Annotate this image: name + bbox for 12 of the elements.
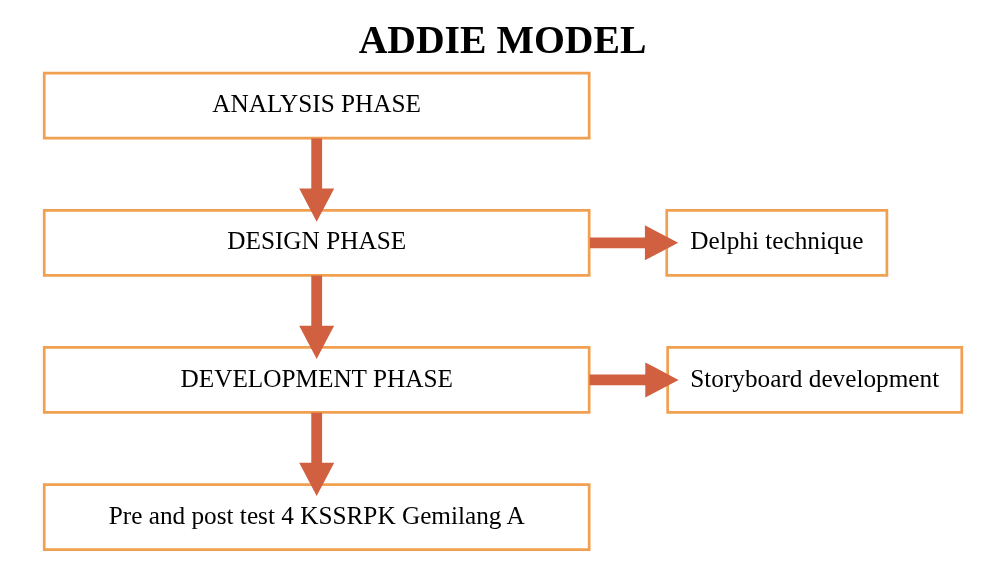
node-box: DESIGN PHASE — [42, 208, 591, 277]
arrow — [299, 138, 335, 222]
node-box: Storyboard development — [666, 346, 964, 414]
arrow — [589, 225, 679, 261]
arrow — [589, 362, 679, 398]
node-box: ANALYSIS PHASE — [42, 71, 591, 140]
node-box: Pre and post test 4 KSSRPK Gemilang A — [42, 483, 591, 551]
diagram-title: ADDIE MODEL — [358, 17, 647, 62]
arrow — [299, 275, 335, 359]
node-box: Delphi technique — [665, 208, 889, 277]
arrow — [299, 412, 335, 497]
node-box: DEVELOPMENT PHASE — [42, 346, 591, 414]
